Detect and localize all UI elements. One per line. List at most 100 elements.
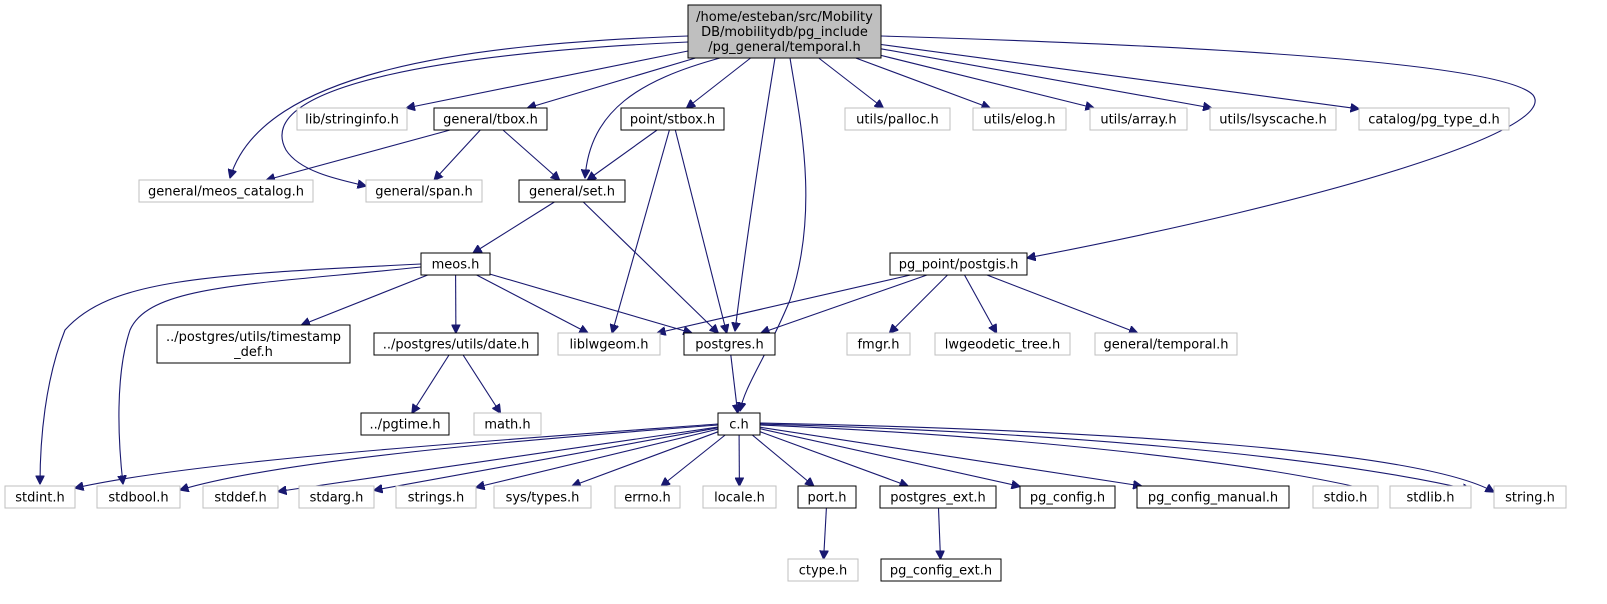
node-stdio: stdio.h bbox=[1312, 485, 1379, 509]
edge-ch-to-stdint bbox=[75, 423, 719, 488]
node-label: utils/palloc.h bbox=[856, 113, 939, 128]
node-pgconfig[interactable]: pg_config.h bbox=[1019, 485, 1116, 509]
node-box bbox=[298, 485, 375, 509]
node-stbox[interactable]: point/stbox.h bbox=[620, 107, 725, 131]
node-postgis[interactable]: pg_point/postgis.h bbox=[889, 252, 1028, 276]
edge-layer bbox=[40, 35, 1536, 559]
node-box bbox=[420, 252, 491, 276]
node-box bbox=[880, 558, 1002, 582]
node-string: string.h bbox=[1493, 485, 1567, 509]
node-pgtyped: catalog/pg_type_d.h bbox=[1358, 107, 1510, 131]
node-tbox[interactable]: general/tbox.h bbox=[433, 107, 548, 131]
node-label: utils/elog.h bbox=[984, 113, 1056, 128]
node-pgconfigmanual[interactable]: pg_config_manual.h bbox=[1136, 485, 1290, 509]
node-label: sys/types.h bbox=[506, 491, 580, 506]
edge-date-to-math bbox=[462, 354, 500, 413]
node-box bbox=[846, 332, 911, 356]
node-lwgeodetic: lwgeodetic_tree.h bbox=[934, 332, 1071, 356]
edge-root-to-postgres bbox=[735, 57, 776, 331]
node-box bbox=[557, 332, 661, 356]
edge-ch-to-stdarg bbox=[374, 427, 719, 490]
node-label: strings.h bbox=[408, 491, 464, 506]
edge-ch-to-pgconfigmanual bbox=[759, 426, 1142, 486]
node-strings: strings.h bbox=[395, 485, 477, 509]
node-pgtime[interactable]: ../pgtime.h bbox=[360, 412, 450, 436]
node-layer: /home/esteban/src/MobilityDB/mobilitydb/… bbox=[4, 4, 1567, 582]
node-label: meos.h bbox=[432, 258, 480, 273]
edge-stbox-to-set bbox=[587, 129, 658, 180]
node-postgresext[interactable]: postgres_ext.h bbox=[879, 485, 997, 509]
node-box bbox=[1312, 485, 1379, 509]
node-meos[interactable]: meos.h bbox=[420, 252, 491, 276]
node-box bbox=[614, 485, 681, 509]
node-label: c.h bbox=[729, 418, 749, 433]
node-label: postgres_ext.h bbox=[890, 491, 986, 506]
node-label: ../postgres/utils/date.h bbox=[383, 338, 530, 353]
edge-meos-to-timestamp bbox=[302, 274, 428, 325]
node-label: liblwgeom.h bbox=[570, 338, 649, 353]
node-box bbox=[360, 412, 450, 436]
edge-ch-to-systypes bbox=[572, 431, 719, 486]
edge-ch-to-errno bbox=[661, 434, 726, 486]
edge-root-to-lsyscache bbox=[880, 48, 1212, 108]
node-box bbox=[687, 4, 882, 59]
node-timestamp[interactable]: ../postgres/utils/timestamp_def.h bbox=[156, 324, 351, 364]
node-meoscatalog: general/meos_catalog.h bbox=[138, 179, 314, 203]
node-box bbox=[473, 412, 542, 436]
node-label: postgres.h bbox=[695, 338, 764, 353]
node-stdarg: stdarg.h bbox=[298, 485, 375, 509]
edge-postgis-to-fmgr bbox=[890, 274, 948, 333]
node-label: ../pgtime.h bbox=[370, 418, 441, 433]
edge-root-to-elog bbox=[855, 57, 990, 108]
node-box bbox=[683, 332, 776, 356]
edge-tbox-to-set bbox=[502, 129, 560, 180]
edge-set-to-meos bbox=[473, 201, 555, 253]
edge-postgis-to-postgres bbox=[761, 274, 928, 333]
node-label: math.h bbox=[484, 418, 530, 433]
node-box bbox=[889, 252, 1028, 276]
node-root[interactable]: /home/esteban/src/MobilityDB/mobilitydb/… bbox=[687, 4, 882, 59]
node-ch[interactable]: c.h bbox=[717, 412, 761, 436]
edge-tbox-to-span bbox=[434, 129, 481, 180]
node-label: stdint.h bbox=[15, 491, 64, 506]
node-pgconfigext[interactable]: pg_config_ext.h bbox=[880, 558, 1002, 582]
edge-root-to-meoscatalog bbox=[230, 35, 689, 178]
edge-root-to-tbox bbox=[528, 57, 696, 108]
node-box bbox=[365, 179, 483, 203]
node-label: general/meos_catalog.h bbox=[148, 185, 304, 200]
node-box bbox=[702, 485, 777, 509]
edge-root-to-postgis bbox=[880, 35, 1536, 258]
node-label: string.h bbox=[1505, 491, 1555, 506]
node-label: pg_point/postgis.h bbox=[899, 258, 1019, 273]
node-box bbox=[972, 107, 1067, 131]
node-box bbox=[395, 485, 477, 509]
node-box bbox=[1209, 107, 1337, 131]
node-label: pg_config_ext.h bbox=[890, 564, 992, 579]
node-box bbox=[4, 485, 76, 509]
node-set[interactable]: general/set.h bbox=[518, 179, 626, 203]
node-ctype: ctype.h bbox=[787, 558, 859, 582]
node-box bbox=[202, 485, 279, 509]
edge-ch-to-stdlib bbox=[759, 423, 1471, 490]
edge-ch-to-postgresext bbox=[759, 431, 908, 486]
node-box bbox=[934, 332, 1071, 356]
node-box bbox=[433, 107, 548, 131]
edge-ch-to-string bbox=[759, 422, 1494, 492]
edge-root-to-ch bbox=[740, 57, 807, 411]
node-label: DB/mobilitydb/pg_include bbox=[701, 25, 868, 40]
node-postgres[interactable]: postgres.h bbox=[683, 332, 776, 356]
node-box bbox=[296, 107, 408, 131]
node-date[interactable]: ../postgres/utils/date.h bbox=[373, 332, 539, 356]
edge-meos-to-stdint bbox=[40, 263, 422, 484]
node-label: _def.h bbox=[233, 345, 273, 360]
node-box bbox=[1493, 485, 1567, 509]
node-label: locale.h bbox=[714, 491, 765, 506]
edge-postgis-to-gentemporal bbox=[986, 274, 1138, 333]
node-stdlib: stdlib.h bbox=[1389, 485, 1472, 509]
edge-root-to-pgtyped bbox=[880, 43, 1359, 109]
edge-root-to-set bbox=[585, 57, 721, 178]
node-label: ../postgres/utils/timestamp bbox=[166, 330, 341, 345]
edge-stbox-to-postgres bbox=[674, 129, 726, 333]
node-port[interactable]: port.h bbox=[797, 485, 857, 509]
